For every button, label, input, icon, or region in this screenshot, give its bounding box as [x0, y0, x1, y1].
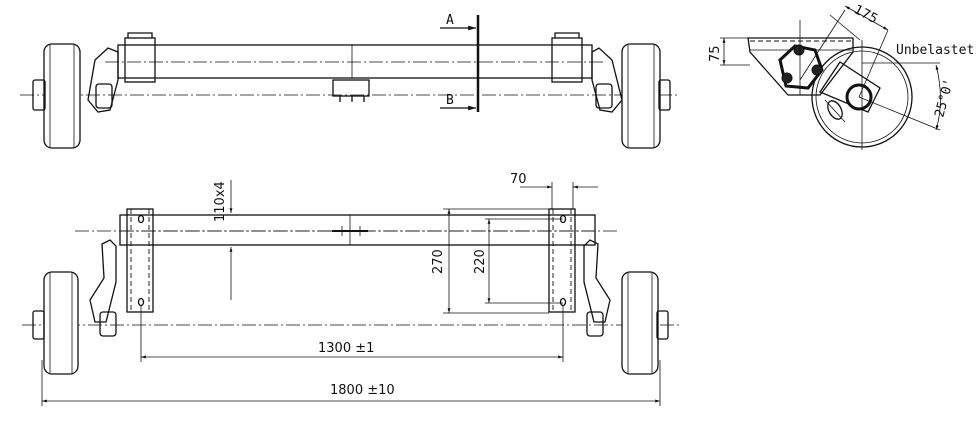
- dim-75-label: 75: [708, 45, 723, 62]
- axle-tube: [119, 214, 596, 246]
- state-label: Unbelastet: [896, 43, 974, 58]
- right-bracket: [551, 32, 583, 83]
- mounting-bracket: [747, 37, 854, 96]
- left-bracket: [124, 32, 156, 83]
- section-line-a-b: A B: [440, 13, 480, 112]
- dim-70-label: 70: [510, 172, 527, 187]
- right-wheel: [591, 43, 671, 149]
- dim-tube-label: 110x4: [213, 181, 228, 222]
- section-label-b: B: [446, 93, 454, 108]
- side-view: 175 75 Unbelastet 25°0': [708, 2, 974, 150]
- right-mounting-plate: [548, 208, 576, 313]
- left-wheel: [32, 239, 117, 375]
- dim-1800-label: 1800 ±10: [330, 383, 395, 398]
- plan-view: 110x4 70 270 220 1300 ±1 1800 ±10: [22, 172, 680, 406]
- dim-angle-label: 25°0': [932, 77, 957, 119]
- dim-175: [844, 5, 889, 31]
- dim-220-label: 220: [473, 249, 488, 274]
- section-label-a: A: [446, 13, 454, 28]
- center-clamp: [332, 79, 370, 102]
- front-view: A B: [20, 13, 680, 149]
- dim-angle: [935, 64, 941, 131]
- left-mounting-plate: [126, 208, 154, 313]
- right-wheel: [583, 239, 669, 375]
- dim-1300-label: 1300 ±1: [318, 341, 374, 356]
- axle-tube: [117, 44, 593, 79]
- center-mark: [332, 226, 368, 236]
- left-wheel: [32, 43, 119, 149]
- dim-270-label: 270: [431, 249, 446, 274]
